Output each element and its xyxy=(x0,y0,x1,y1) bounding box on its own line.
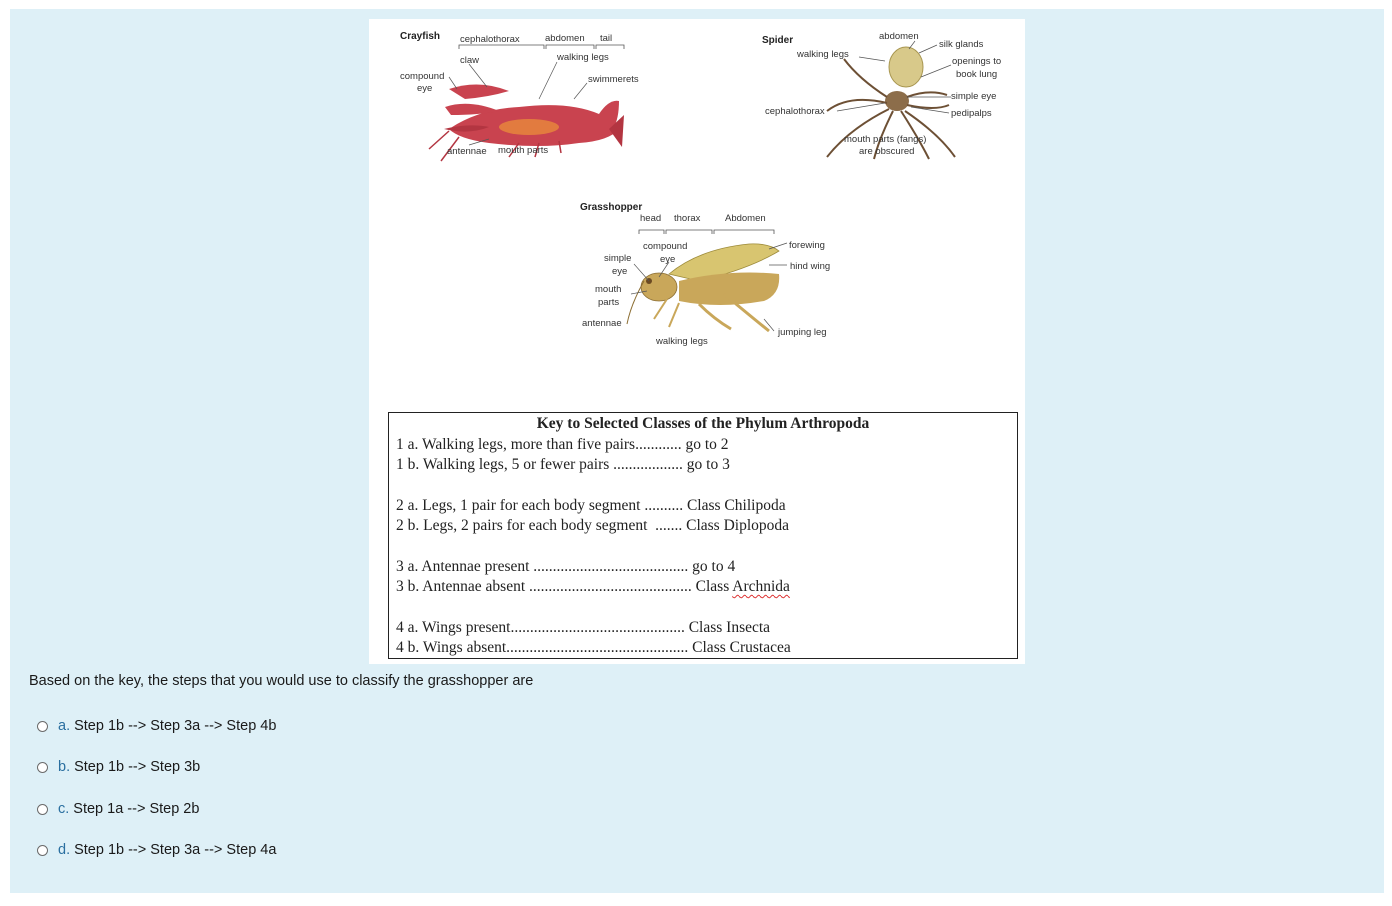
spider-label: are obscured xyxy=(859,146,914,157)
key-line: 4 b. Wings absent.......................… xyxy=(396,639,791,656)
grasshopper-label: hind wing xyxy=(790,261,830,272)
grasshopper-label: forewing xyxy=(789,240,825,251)
option-letter: c. xyxy=(58,801,70,817)
grasshopper-label: mouth xyxy=(595,284,621,295)
grasshopper-label: head xyxy=(640,213,661,224)
option-text: Step 1a --> Step 2b xyxy=(73,801,200,817)
grasshopper-label: simple xyxy=(604,253,631,264)
spider-label: openings to xyxy=(952,56,1001,67)
key-line: 3 a. Antennae present ..................… xyxy=(396,558,736,575)
crayfish-label: abdomen xyxy=(545,33,585,44)
option-b[interactable]: b. Step 1b --> Step 3b xyxy=(37,757,200,777)
option-letter: b. xyxy=(58,759,71,775)
spider-title: Spider xyxy=(762,35,793,46)
crayfish-label: tail xyxy=(600,33,612,44)
grasshopper-label: Abdomen xyxy=(725,213,766,224)
option-letter: d. xyxy=(58,842,71,858)
dichotomous-key: Key to Selected Classes of the Phylum Ar… xyxy=(388,412,1018,659)
spider-label: silk glands xyxy=(939,39,984,50)
key-line-text: 3 b. Antennae absent ...................… xyxy=(396,578,733,595)
spider-illustration: Spider abdomen silk glands walking legs … xyxy=(762,31,1001,160)
grasshopper-label: thorax xyxy=(674,213,701,224)
grasshopper-label: jumping leg xyxy=(777,327,827,338)
spider-label: pedipalps xyxy=(951,108,992,119)
crayfish-label: compound xyxy=(400,71,444,82)
radio-button[interactable] xyxy=(37,720,48,732)
key-line: 1 b. Walking legs, 5 or fewer pairs ....… xyxy=(396,456,730,473)
crayfish-label: claw xyxy=(460,55,479,66)
key-title: Key to Selected Classes of the Phylum Ar… xyxy=(536,415,870,432)
key-line: 3 b. Antennae absent ...................… xyxy=(396,578,790,596)
question-text: Based on the key, the steps that you wou… xyxy=(29,673,534,689)
crayfish-illustration: Crayfish cephalothorax abdomen tail claw… xyxy=(400,31,639,162)
radio-button[interactable] xyxy=(37,761,48,773)
crayfish-label: antennae xyxy=(447,146,487,157)
option-text: Step 1b --> Step 3a --> Step 4b xyxy=(74,718,277,734)
key-line: 2 b. Legs, 2 pairs for each body segment… xyxy=(396,517,790,534)
key-line: 2 a. Legs, 1 pair for each body segment … xyxy=(396,497,786,514)
radio-button[interactable] xyxy=(37,803,48,815)
spider-label: simple eye xyxy=(951,91,996,102)
key-line: 1 a. Walking legs, more than five pairs.… xyxy=(396,436,729,453)
option-text: Step 1b --> Step 3b xyxy=(74,759,201,775)
grasshopper-label: compound xyxy=(643,241,687,252)
crayfish-title: Crayfish xyxy=(400,31,440,42)
grasshopper-label: parts xyxy=(598,297,619,308)
grasshopper-title: Grasshopper xyxy=(580,202,642,213)
grasshopper-label: walking legs xyxy=(655,336,708,347)
option-c[interactable]: c. Step 1a --> Step 2b xyxy=(37,799,199,819)
crayfish-label: swimmerets xyxy=(588,74,639,85)
spider-label: mouth parts (fangs) xyxy=(844,134,926,145)
crayfish-label: eye xyxy=(417,83,432,94)
option-letter: a. xyxy=(58,718,71,734)
grasshopper-label: antennae xyxy=(582,318,622,329)
spider-label: walking legs xyxy=(796,49,849,60)
spider-label: abdomen xyxy=(879,31,919,42)
spider-label: book lung xyxy=(956,69,997,80)
arthropod-diagram: Crayfish cephalothorax abdomen tail claw… xyxy=(400,31,1001,347)
option-d[interactable]: d. Step 1b --> Step 3a --> Step 4a xyxy=(37,840,276,860)
grasshopper-label: eye xyxy=(612,266,627,277)
option-text: Step 1b --> Step 3a --> Step 4a xyxy=(74,842,277,858)
option-a[interactable]: a. Step 1b --> Step 3a --> Step 4b xyxy=(37,716,276,736)
radio-button[interactable] xyxy=(37,844,48,856)
grasshopper-label: eye xyxy=(660,254,675,265)
key-line: 4 a. Wings present......................… xyxy=(396,619,771,636)
crayfish-label: mouth parts xyxy=(498,145,548,156)
grasshopper-illustration: Grasshopper head thorax Abdomen compound… xyxy=(580,202,830,347)
crayfish-label: walking legs xyxy=(556,52,609,63)
spider-label: cephalothorax xyxy=(765,106,825,117)
crayfish-label: cephalothorax xyxy=(460,34,520,45)
misspelled-word: Archnida xyxy=(732,578,790,595)
